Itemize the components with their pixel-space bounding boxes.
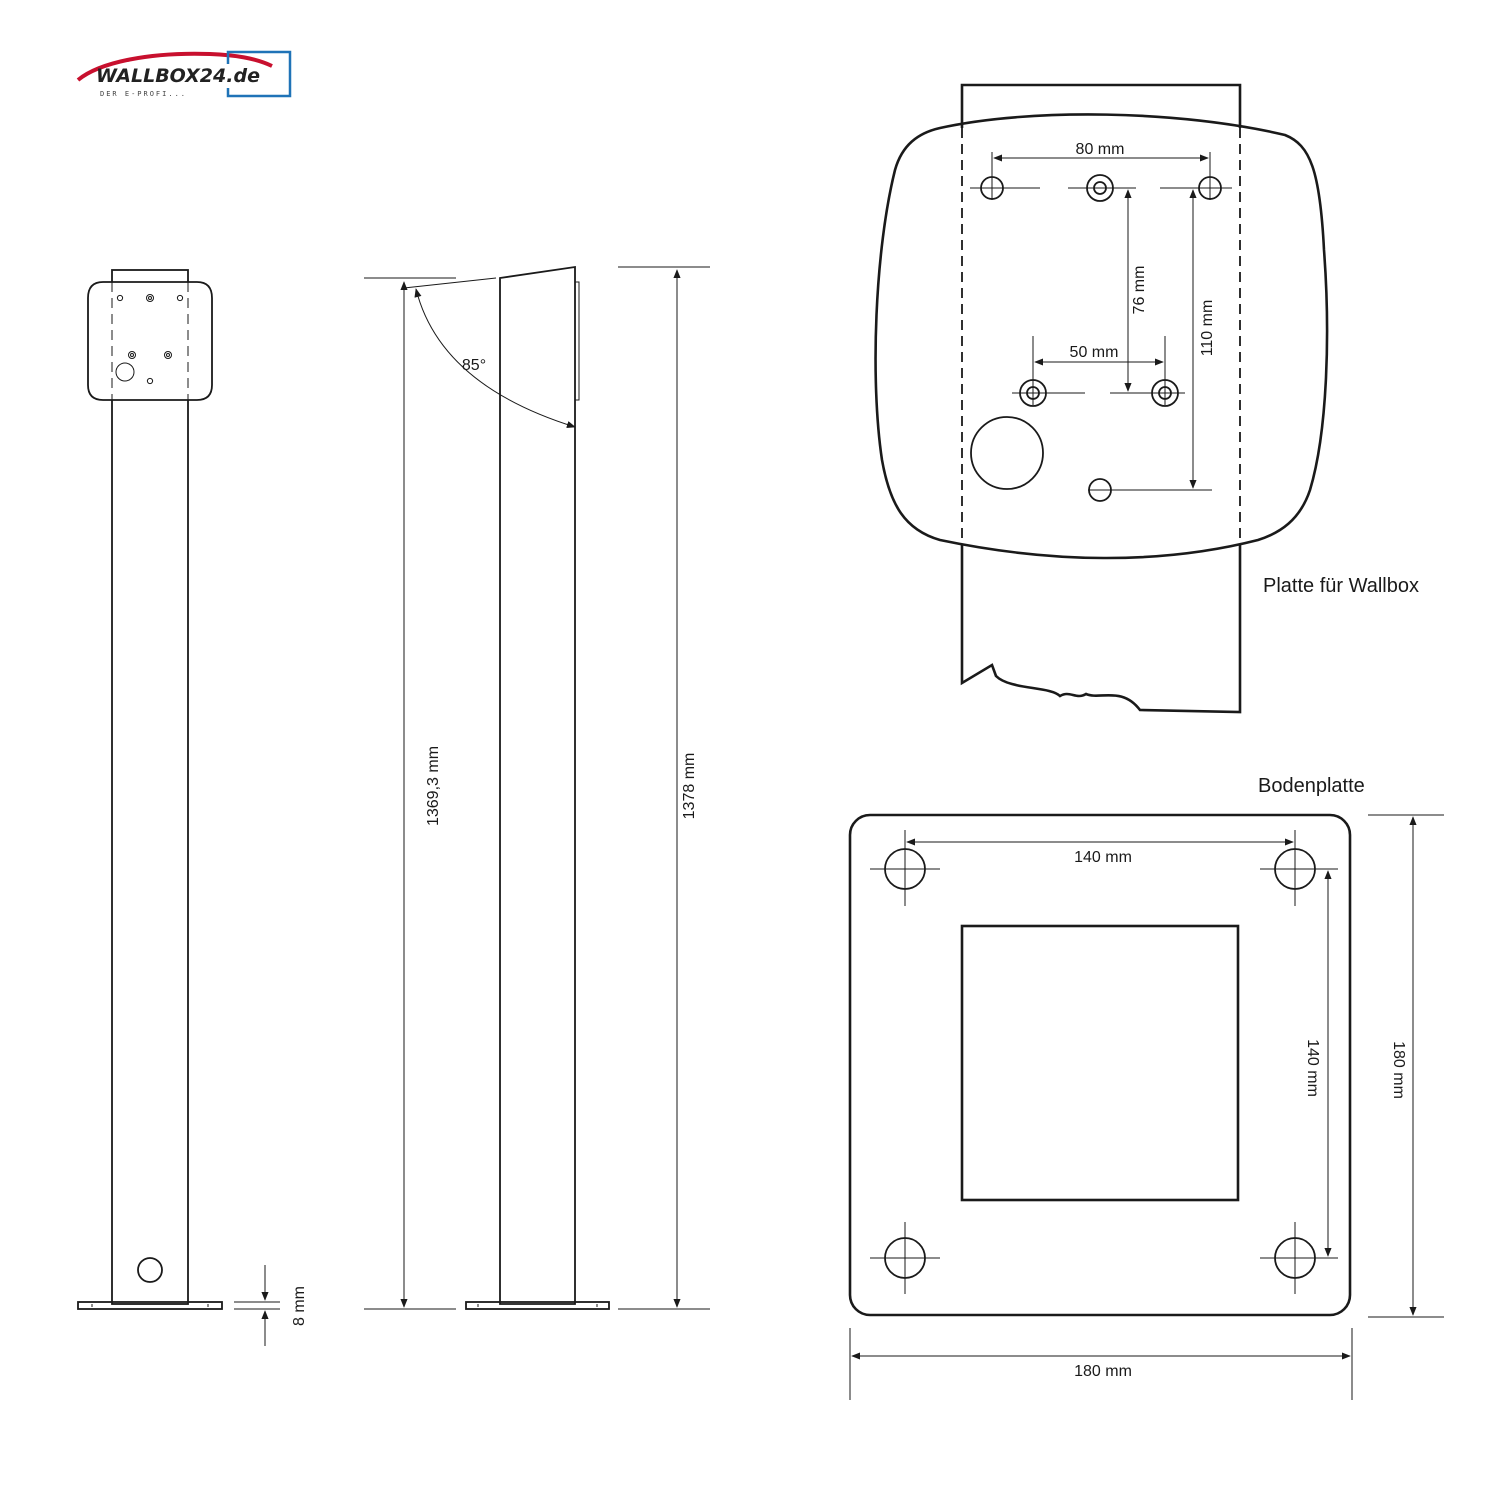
dim-180mm-vertical-label: 180 mm <box>1390 1041 1407 1099</box>
dim-180mm-horizontal-label: 180 mm <box>1074 1363 1132 1380</box>
base-plate-outline <box>848 813 1352 1317</box>
front-mounting-plate <box>87 281 213 401</box>
dim-110mm-label: 110 mm <box>1199 300 1216 357</box>
dim-50mm-label: 50 mm <box>1070 344 1119 361</box>
angle-label: 85° <box>462 357 486 374</box>
side-post-body <box>499 265 576 1305</box>
brand-logo: WALLBOX24.de DER E-PROFI... <box>76 50 292 98</box>
dim-76mm-label: 76 mm <box>1131 266 1148 315</box>
side-view: 85° 1369,3 mm 1378 mm <box>364 265 710 1310</box>
logo-box-outline <box>226 50 292 98</box>
front-base-plate <box>77 1301 223 1310</box>
base-plate-holes <box>870 830 1338 1294</box>
base-thickness-label: 8 mm <box>291 1286 308 1326</box>
post-section-broken <box>960 545 1242 714</box>
cable-entry-hole <box>970 416 1044 490</box>
wallbox-plate-detail: 80 mm 50 mm 76 mm 110 mm Platte für Wall… <box>874 83 1419 714</box>
dim-140mm-horizontal-label: 140 mm <box>1074 849 1132 866</box>
logo-wordmark: WALLBOX24.de <box>96 65 260 87</box>
post-footprint <box>960 924 1240 1202</box>
side-base-plate <box>465 1301 610 1310</box>
total-height-label: 1378 mm <box>681 753 698 820</box>
base-plate-detail: Bodenplatte 140 mm 140 mm 180 mm <box>848 775 1444 1400</box>
dim-140mm-vertical-label: 140 mm <box>1304 1039 1321 1097</box>
wallbox-mounting-plate <box>874 113 1329 560</box>
base-plate-title: Bodenplatte <box>1258 775 1365 797</box>
front-post-body <box>111 269 189 1305</box>
inner-height-label: 1369,3 mm <box>425 746 442 826</box>
logo-tagline: DER E-PROFI... <box>100 90 187 98</box>
front-view: 8 mm <box>77 269 308 1346</box>
logo-car-swoosh-icon <box>76 51 273 82</box>
wallbox-plate-title: Platte für Wallbox <box>1263 575 1419 597</box>
front-cable-hole <box>137 1257 163 1283</box>
dim-80mm-label: 80 mm <box>1076 141 1125 158</box>
